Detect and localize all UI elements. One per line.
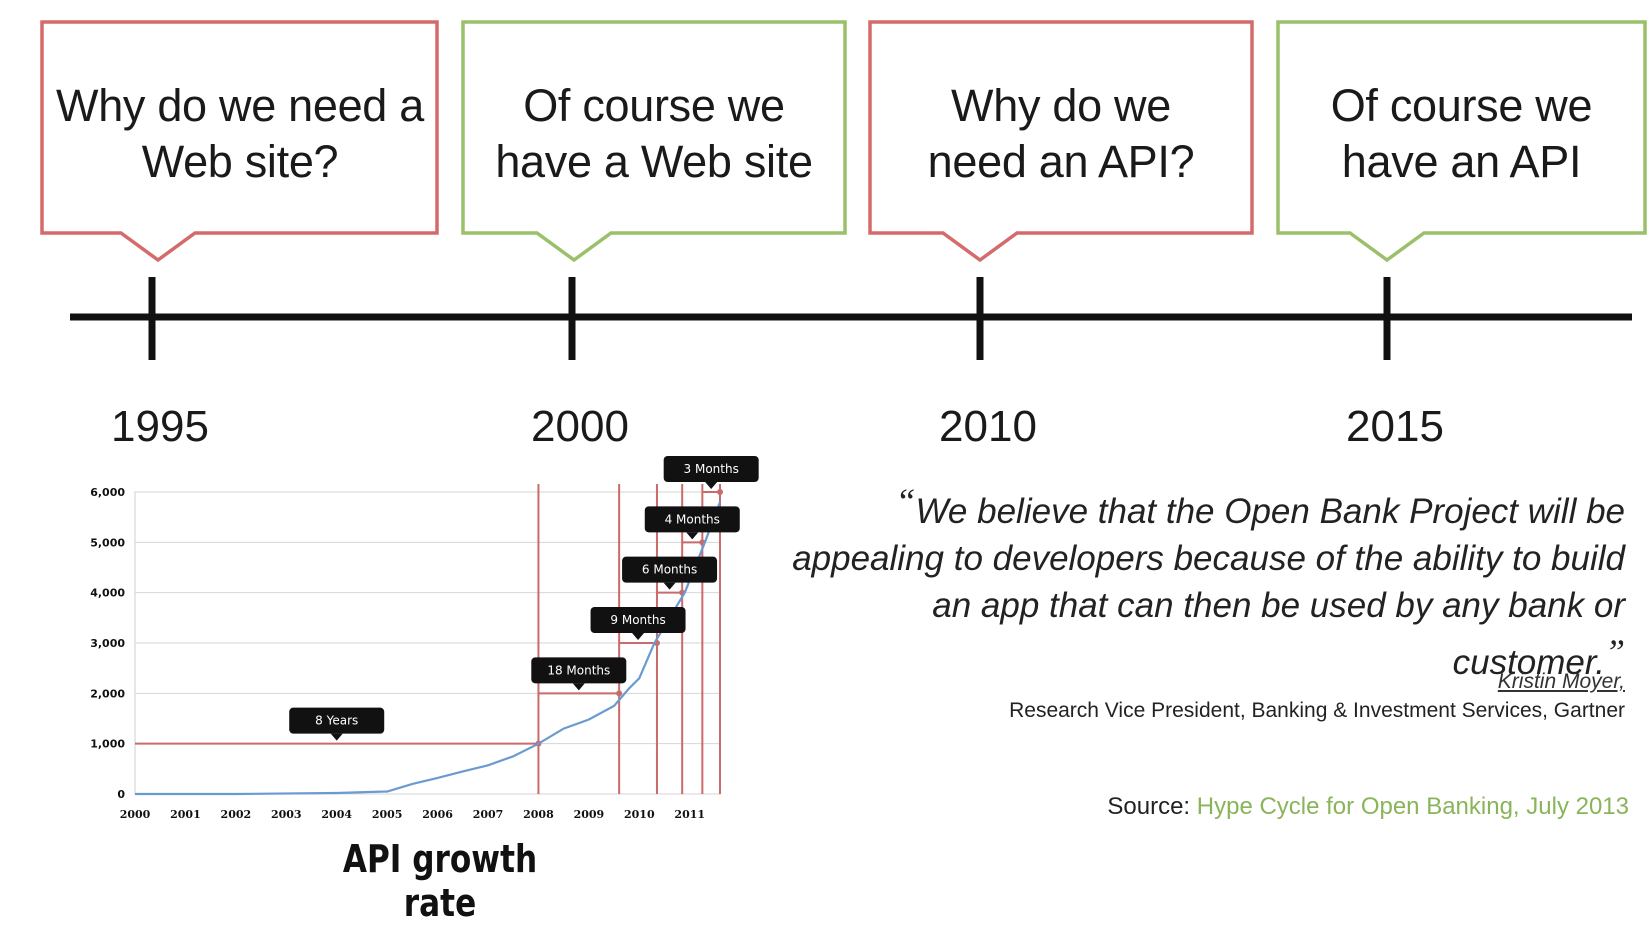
annotation-label: 9 Months — [610, 613, 665, 627]
callout-bubble-2000 — [461, 20, 847, 263]
y-tick-label: 2,000 — [90, 687, 125, 700]
x-tick-label: 2010 — [624, 808, 655, 821]
y-tick-label: 6,000 — [90, 486, 125, 499]
bubble-text-2010: Why do we need an API? — [872, 78, 1250, 190]
bubble-text-2000: Of course we have a Web site — [465, 78, 843, 190]
x-tick-label: 2005 — [372, 808, 403, 821]
annotation-callout: 6 Months — [622, 556, 718, 590]
callout-bubble-2015 — [1276, 20, 1647, 263]
annotation-label: 18 Months — [547, 663, 610, 677]
milestone-point — [616, 690, 623, 697]
callout-bubble-2010 — [868, 20, 1254, 263]
callout-bubble-1995 — [40, 20, 439, 263]
quote-author-role: Research Vice President, Banking & Inves… — [1009, 699, 1625, 722]
year-label-2000: 2000 — [531, 402, 629, 451]
x-tick-label: 2000 — [120, 808, 151, 821]
annotation-box — [622, 556, 718, 583]
milestone-point — [717, 489, 723, 495]
bubble-line: have a Web site — [495, 136, 813, 187]
api-growth-chart: 0 1,000 2,000 3,000 4,000 5,000 6,000 2000 2001 2… — [90, 456, 759, 821]
bubble-line: Of course we — [523, 80, 785, 131]
annotation-callout: 4 Months — [644, 506, 740, 540]
y-tick-label: 1,000 — [90, 738, 125, 751]
bubble-line: have an API — [1341, 136, 1582, 187]
annotation-box — [531, 657, 627, 684]
annotation-box — [644, 506, 740, 533]
annotation-box — [289, 707, 385, 734]
quote-text: We believe that the Open Bank Project wi… — [792, 492, 1625, 682]
x-tick-label: 2007 — [473, 808, 504, 821]
bubble-line: Why do we need a — [56, 80, 424, 131]
annotation-callout: 18 Months — [531, 657, 627, 691]
bubble-line: need an API? — [927, 136, 1195, 187]
annotation-box — [590, 607, 686, 633]
annotation-pointer — [663, 582, 676, 590]
source-line: Source: Hype Cycle for Open Banking, Jul… — [900, 793, 1629, 821]
annotation-callout: 9 Months — [590, 607, 686, 640]
quote-block: “We believe that the Open Bank Project w… — [780, 478, 1625, 686]
annotation-pointer — [705, 482, 718, 489]
x-tick-label: 2001 — [170, 808, 201, 821]
x-tick-label: 2009 — [574, 808, 605, 821]
annotation-box — [663, 456, 759, 482]
year-label-2010: 2010 — [939, 402, 1037, 451]
open-quote-mark: “ — [895, 481, 916, 521]
annotation-pointer — [632, 633, 645, 640]
annotation-pointer — [330, 733, 343, 741]
x-tick-label: 2004 — [321, 808, 352, 821]
bubble-text-2015: Of course we have an API — [1280, 78, 1643, 190]
chart-title: API growth rate — [342, 837, 538, 925]
x-tick-label: 2008 — [523, 808, 554, 821]
bubble-line: Web site? — [141, 136, 339, 187]
x-tick-label: 2003 — [271, 808, 302, 821]
annotation-callout: 3 Months — [663, 456, 759, 489]
bubble-line: Of course we — [1330, 80, 1593, 131]
annotation-pointer — [686, 532, 699, 540]
y-tick-label: 4,000 — [90, 587, 125, 600]
annotation-label: 8 Years — [315, 714, 358, 728]
x-tick-label: 2002 — [221, 808, 252, 821]
year-label-1995: 1995 — [111, 402, 209, 451]
quote-author[interactable]: Kristin Moyer, — [1497, 670, 1625, 693]
year-label-2015: 2015 — [1346, 402, 1444, 451]
source-text[interactable]: Hype Cycle for Open Banking, July 2013 — [1196, 793, 1629, 820]
series-line-api-count — [135, 501, 722, 796]
y-tick-label: 5,000 — [90, 536, 125, 549]
close-quote-mark: ” — [1604, 632, 1625, 672]
annotation-label: 4 Months — [665, 512, 720, 526]
source-label: Source: — [1107, 793, 1191, 820]
annotation-callout: 8 Years — [289, 707, 385, 741]
timeline-diagram — [40, 20, 1647, 360]
bubble-text-1995: Why do we need a Web site? — [44, 78, 436, 190]
x-tick-label: 2006 — [422, 808, 453, 821]
x-tick-label: 2011 — [674, 808, 705, 821]
y-tick-label: 3,000 — [90, 637, 125, 650]
y-tick-label: 0 — [117, 788, 125, 801]
annotation-pointer — [572, 683, 585, 691]
bubble-line: Why do we — [951, 80, 1171, 131]
annotation-label: 6 Months — [642, 563, 697, 577]
annotation-label: 3 Months — [684, 462, 739, 476]
